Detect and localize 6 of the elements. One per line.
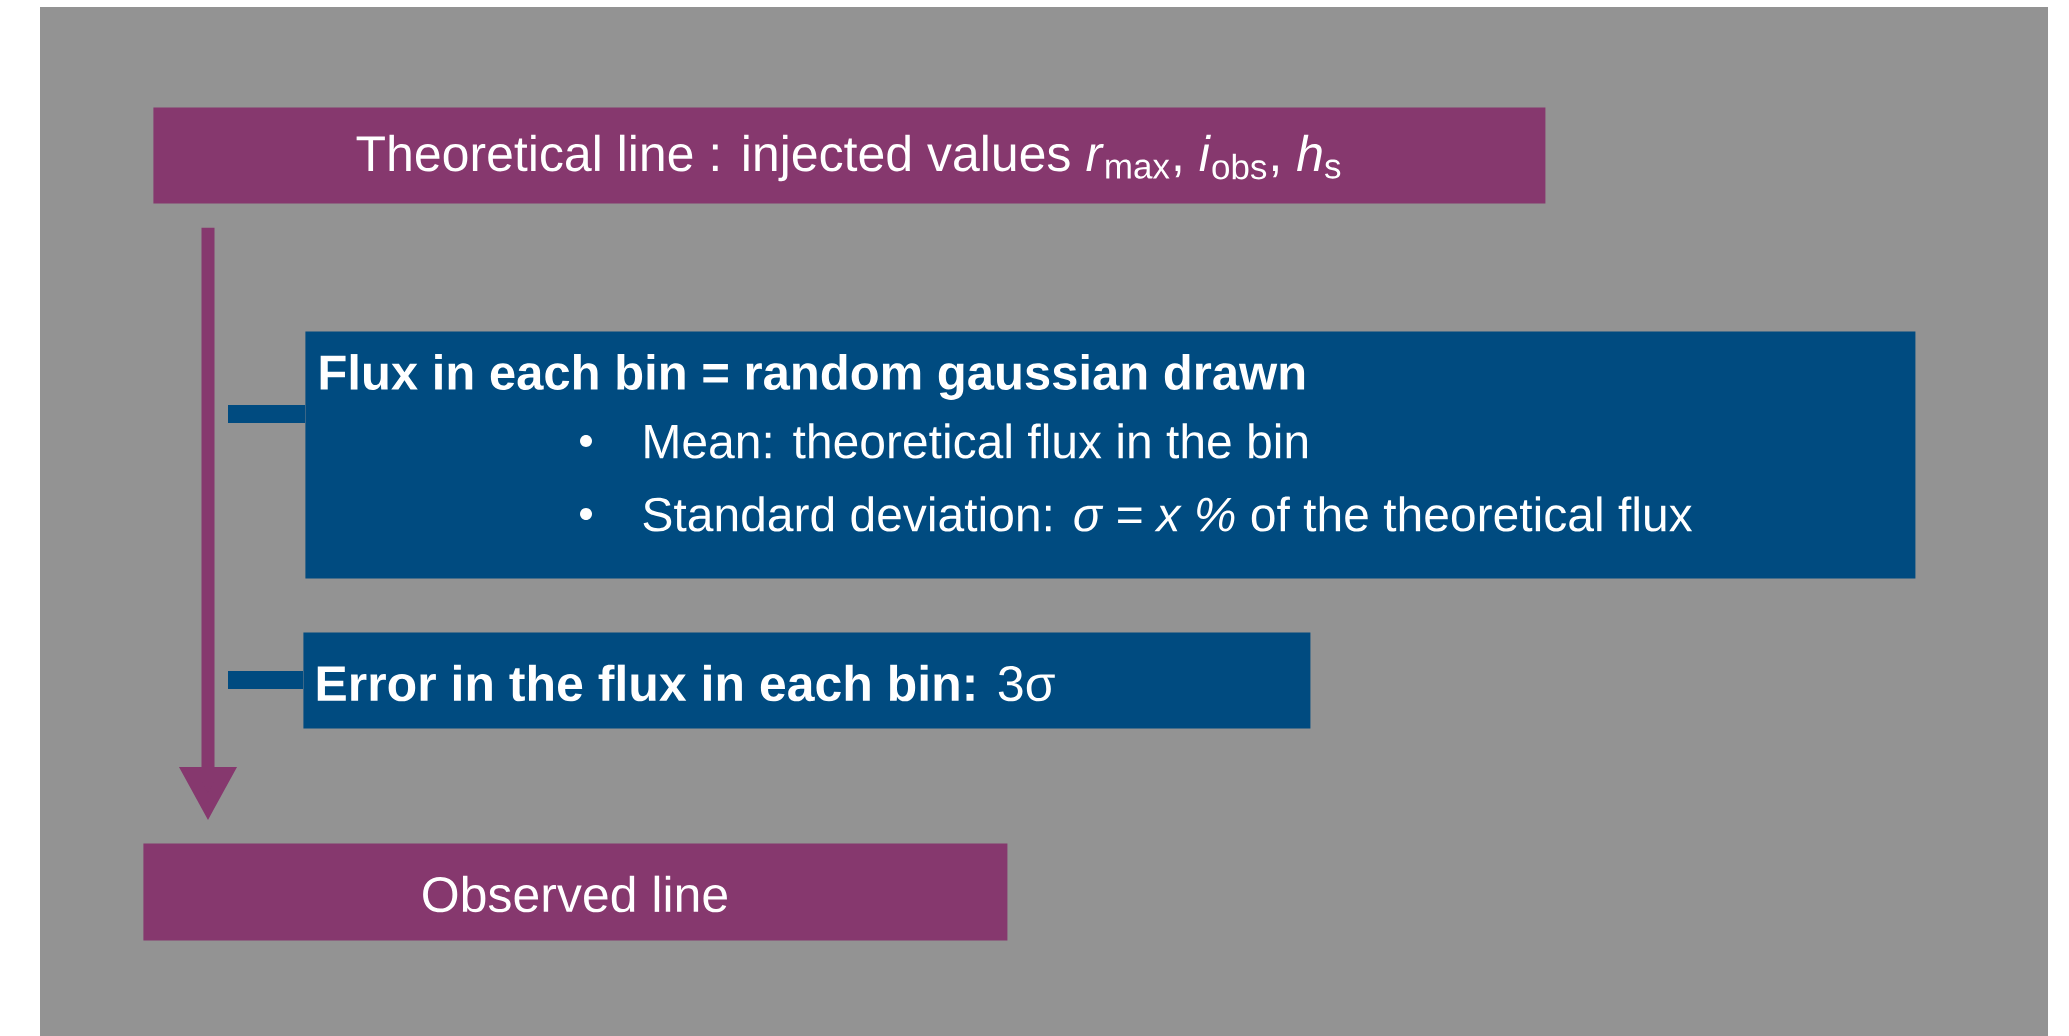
process-box: Observed line: [143, 843, 1008, 941]
connector-line: [228, 405, 305, 423]
process-box: Flux in each bin = random gaussian drawn Mean: theoretical flux in the bin Standard deviation: σ = x % of the theoretical flux: [305, 331, 1916, 579]
process-box: Theoretical line : injected values r$_{max}$, i$_{obs}$, h$_{s}$: [153, 107, 1546, 204]
process-box: Error in the flux in each bin: 3σ: [303, 632, 1311, 729]
connector-line: [228, 671, 303, 689]
